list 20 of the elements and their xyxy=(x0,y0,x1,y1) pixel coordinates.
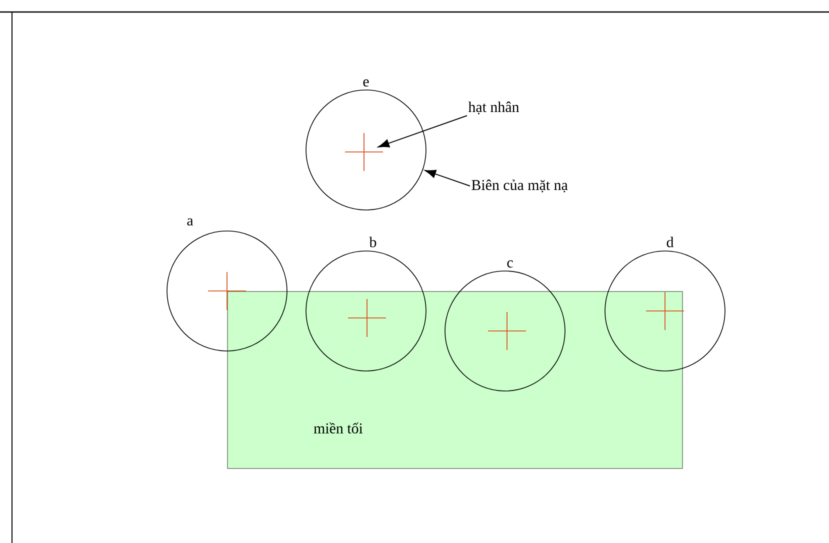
leader-arrow xyxy=(378,115,468,148)
region-box: miền tối xyxy=(227,291,683,469)
mask-circle xyxy=(306,250,426,372)
circle-label: e xyxy=(363,79,369,87)
circle-label: a xyxy=(187,218,194,226)
mask-circle xyxy=(604,250,726,372)
cross-mark xyxy=(646,292,684,330)
circle-label: b xyxy=(369,236,376,248)
cross-mark xyxy=(488,312,526,350)
mask-circle xyxy=(306,90,426,210)
callout-text: Biên của mặt nạ xyxy=(472,180,568,192)
leader-arrow xyxy=(424,170,470,186)
cross-mark xyxy=(348,298,386,338)
callout-text: hạt nhân xyxy=(468,102,520,114)
cross-mark xyxy=(344,132,384,172)
circle-label: c xyxy=(507,260,513,268)
circle-label: d xyxy=(666,236,674,248)
mask-circle xyxy=(444,270,566,392)
mask-circle xyxy=(166,230,288,352)
cross-mark xyxy=(208,272,246,310)
